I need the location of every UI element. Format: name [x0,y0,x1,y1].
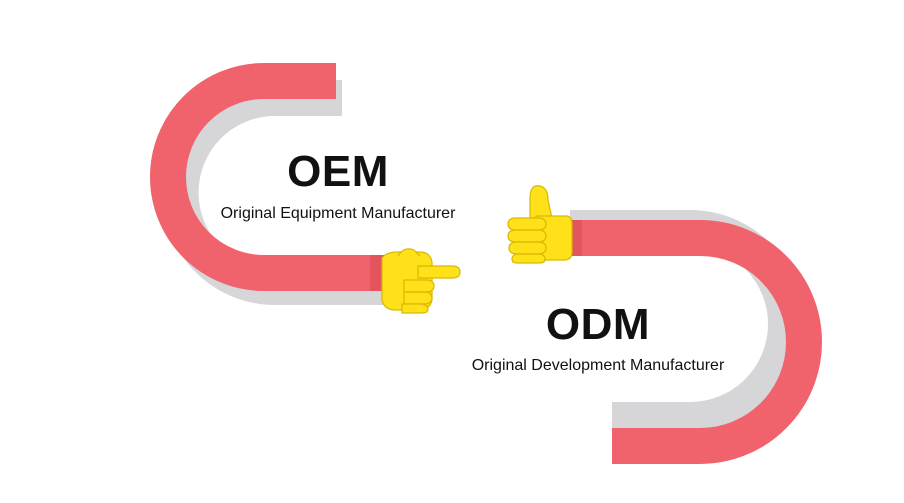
oem-subtitle: Original Equipment Manufacturer [220,205,456,222]
odm-title: ODM [545,300,651,349]
oem-arm-cuff [370,255,384,291]
oem-arm [150,63,384,291]
oem-title: OEM [287,147,389,196]
thumbs-up-icon [507,185,573,264]
pointing-hand-icon [381,248,461,314]
odm-arm [572,220,822,464]
odm-subtitle: Original Development Manufacturer [471,357,725,374]
